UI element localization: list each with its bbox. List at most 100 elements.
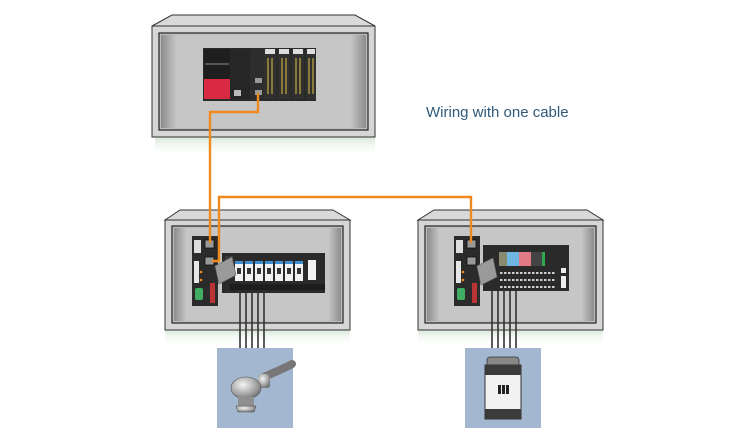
- io-module: [278, 49, 290, 99]
- contactor-bottom-terminals: [485, 409, 521, 419]
- relay-blue-cap: [235, 261, 243, 264]
- cabinet-top: [416, 209, 605, 221]
- output-module-block: [222, 253, 325, 293]
- module-base: [483, 245, 569, 291]
- relay-blue-cap: [275, 261, 283, 264]
- network-cable: [208, 93, 473, 263]
- contactor-top-terminals: [485, 365, 521, 375]
- contactor-mark: [502, 385, 505, 394]
- relay-blue-cap: [265, 261, 273, 264]
- cpu-port: [234, 90, 241, 96]
- status-led: [199, 278, 203, 282]
- terminal-dot: [548, 286, 551, 288]
- relay-window: [257, 268, 261, 274]
- io-label: [293, 49, 303, 54]
- terminal-dot: [516, 272, 519, 274]
- terminal-dot: [536, 272, 539, 274]
- remote-head-module: [454, 236, 480, 306]
- contactor-mark: [498, 385, 501, 394]
- ribbon-cable: [476, 257, 498, 286]
- cabinet-inner-right: [351, 35, 366, 128]
- cabinet-inner-right: [582, 228, 594, 321]
- caption-wiring-with-one-cable: Wiring with one cable: [426, 104, 569, 121]
- ps-slot: [205, 63, 229, 65]
- relay-blue-cap: [285, 261, 293, 264]
- terminal-dot: [532, 272, 535, 274]
- terminal-dot: [544, 286, 547, 288]
- io-terminals: [308, 58, 310, 94]
- terminal-dot: [504, 286, 507, 288]
- terminal-dot: [508, 272, 511, 274]
- terminal-dot: [520, 286, 523, 288]
- power-supply-red-cover: [204, 79, 230, 99]
- io-label: [279, 49, 289, 54]
- terminal-dot: [544, 272, 547, 274]
- terminal-dot: [552, 279, 555, 281]
- head-label: [456, 240, 463, 253]
- network-port-1: [255, 78, 262, 83]
- sensor-neck: [238, 397, 254, 406]
- terminal-module-block: [483, 245, 569, 291]
- terminal-dot: [512, 279, 515, 281]
- cabinet-inner-left: [161, 35, 176, 128]
- plc-rack: [203, 48, 316, 101]
- color-band-green: [542, 252, 545, 266]
- io-module: [292, 49, 304, 99]
- terminal-dot: [528, 286, 531, 288]
- io-terminals: [267, 58, 269, 94]
- color-band-blue: [507, 252, 519, 266]
- io-terminals: [281, 58, 283, 94]
- end-module: [308, 260, 316, 280]
- ribbon-cable: [214, 256, 237, 285]
- field-wires: [239, 290, 517, 348]
- terminal-dot: [532, 279, 535, 281]
- cpu-module: [230, 49, 250, 99]
- ethernet-port-2: [466, 256, 477, 266]
- relay-window: [237, 268, 241, 274]
- io-modules: [264, 49, 316, 99]
- terminal-dot: [532, 286, 535, 288]
- terminal-dot: [500, 272, 503, 274]
- terminal-dot: [512, 272, 515, 274]
- io-label: [307, 49, 315, 54]
- terminal-dot: [540, 286, 543, 288]
- terminal-dot: [552, 272, 555, 274]
- cabinet-inner-left: [427, 228, 439, 321]
- device-right-contactor: [465, 348, 541, 428]
- cabinet-inner-left: [174, 228, 186, 321]
- terminal-dot: [512, 286, 515, 288]
- terminal-dot: [536, 279, 539, 281]
- relay-window: [297, 268, 301, 274]
- terminal-strip: [230, 284, 325, 290]
- head-red-strip: [472, 283, 477, 303]
- power-connector: [195, 288, 203, 300]
- terminal-dot: [536, 286, 539, 288]
- terminal-dot: [504, 272, 507, 274]
- io-terminals: [295, 58, 297, 94]
- terminal-dot: [516, 286, 519, 288]
- cabinet-shadow: [155, 135, 375, 157]
- head-slot: [194, 261, 199, 283]
- relay-window: [287, 268, 291, 274]
- sensor-elbow: [258, 374, 270, 388]
- terminal-dot: [552, 286, 555, 288]
- color-band-olive: [499, 252, 507, 266]
- terminal-dot: [508, 279, 511, 281]
- io-module: [264, 49, 276, 99]
- color-band-pink: [519, 252, 531, 266]
- terminal-dot: [520, 272, 523, 274]
- sensor-head: [230, 376, 262, 400]
- sensor-nut: [235, 405, 257, 413]
- terminal-dot: [540, 272, 543, 274]
- cabinet-top: [151, 14, 376, 27]
- terminal-dot: [504, 279, 507, 281]
- relay-modules: [235, 261, 303, 281]
- contactor-mark: [506, 385, 509, 394]
- relay-window: [267, 268, 271, 274]
- status-led: [461, 270, 465, 274]
- small-indicator: [561, 276, 566, 288]
- terminal-dot: [528, 272, 531, 274]
- io-terminals: [271, 58, 273, 94]
